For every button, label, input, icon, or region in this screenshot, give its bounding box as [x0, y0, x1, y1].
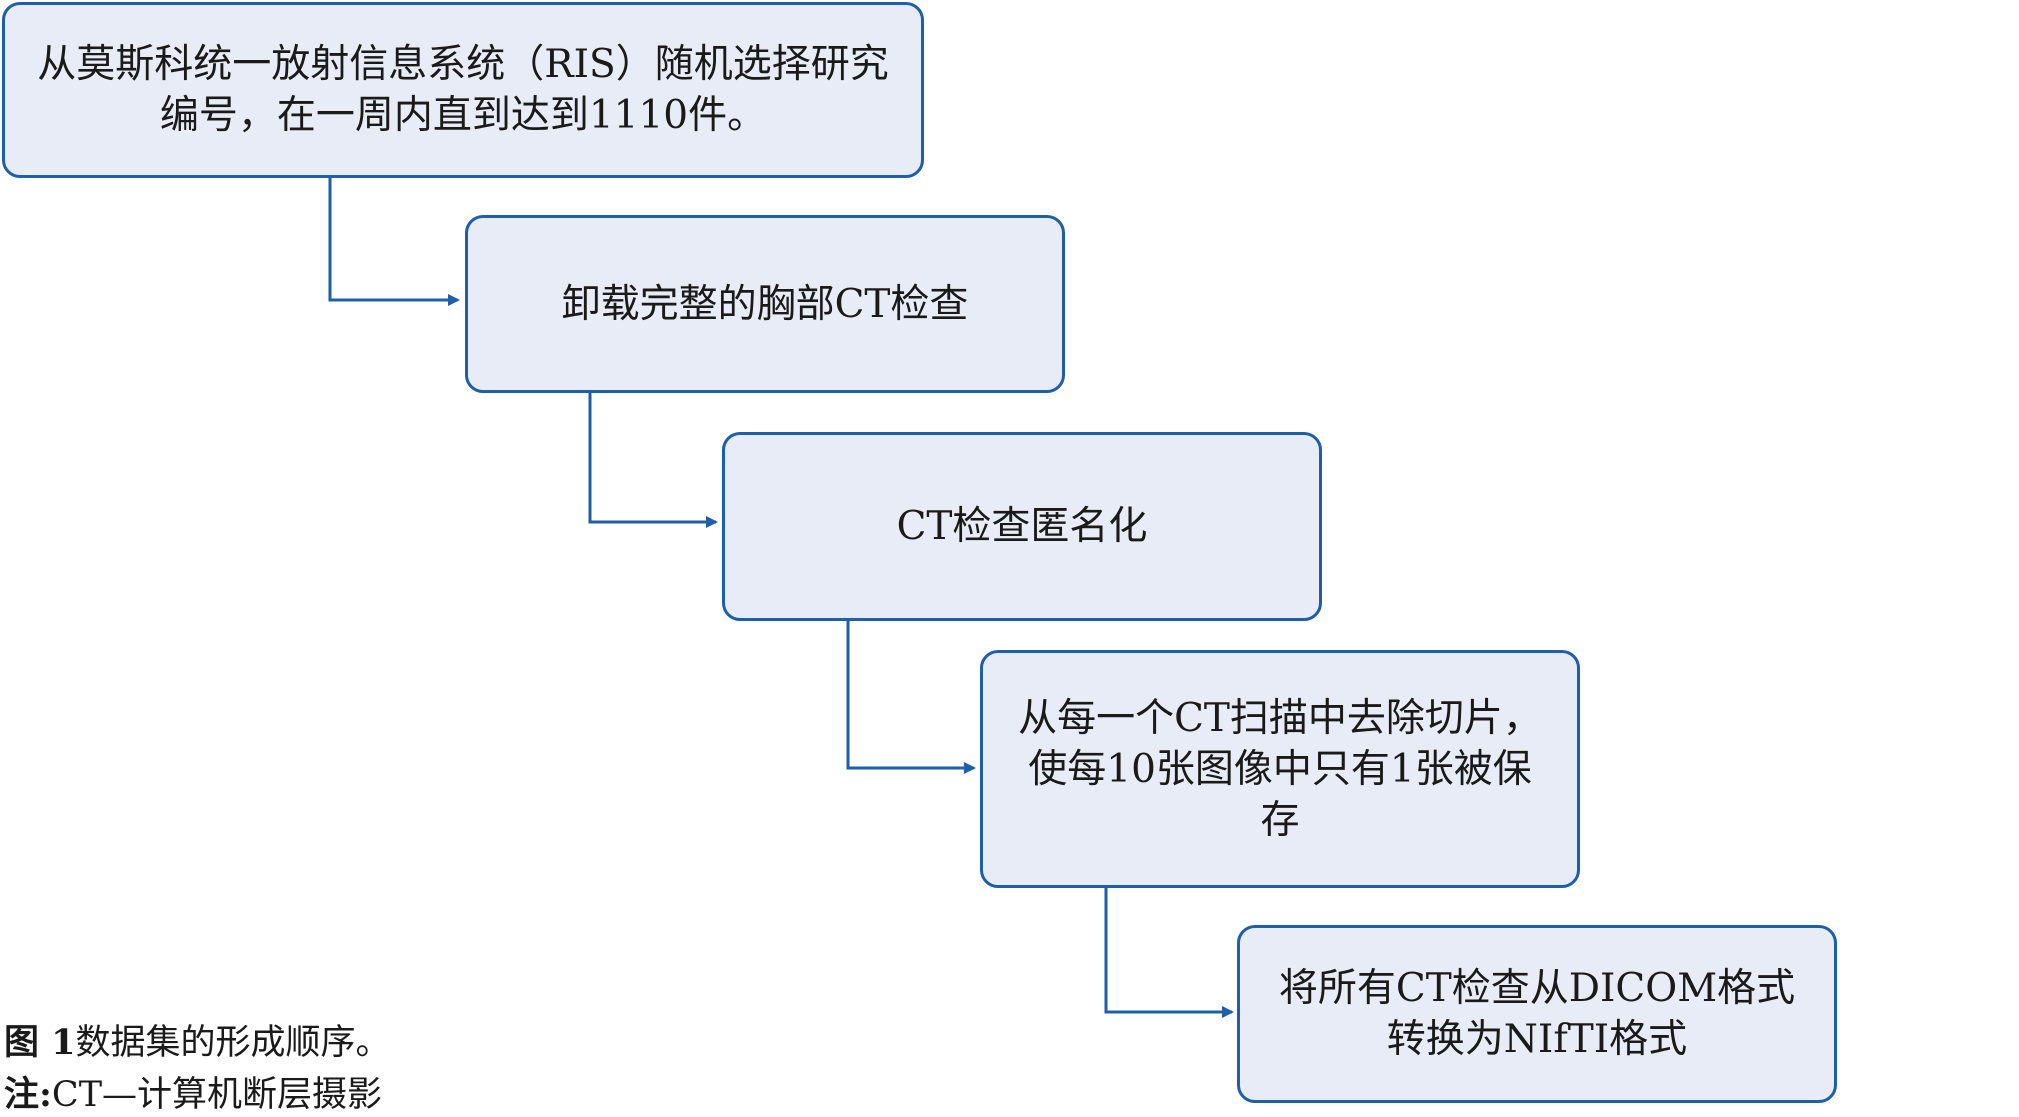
connector-arrow-2 [588, 392, 718, 528]
flow-step-2-text: 卸载完整的胸部CT检查 [561, 281, 969, 327]
figure-caption-text: 数据集的形成顺序。 [75, 1023, 391, 1063]
flow-step-1: 从莫斯科统一放射信息系统（RIS）随机选择研究编号，在一周内直到达到1110件。 [2, 2, 924, 178]
flow-step-4-text: 从每一个CT扫描中去除切片，使每10张图像中只有1张被保存 [1018, 695, 1542, 843]
flow-step-3: CT检查匿名化 [722, 432, 1322, 621]
flow-step-4: 从每一个CT扫描中去除切片，使每10张图像中只有1张被保存 [980, 650, 1580, 888]
figure-label: 图 1 [4, 1022, 76, 1063]
flow-step-5: 将所有CT检查从DICOM格式转换为NIfTI格式 [1237, 925, 1837, 1103]
flow-step-2: 卸载完整的胸部CT检查 [465, 215, 1065, 393]
note-text: CT—计算机断层摄影 [51, 1075, 383, 1115]
connector-arrow-1 [328, 178, 460, 306]
flow-step-5-text: 将所有CT检查从DICOM格式转换为NIfTI格式 [1278, 966, 1796, 1062]
figure-caption: 图 1数据集的形成顺序。 [4, 1014, 391, 1065]
flow-step-1-text: 从莫斯科统一放射信息系统（RIS）随机选择研究编号，在一周内直到达到1110件。 [37, 42, 889, 138]
figure-note: 注:CT—计算机断层摄影 [4, 1066, 382, 1117]
connector-arrow-3 [846, 620, 976, 774]
note-label: 注: [4, 1074, 52, 1115]
flow-step-3-text: CT检查匿名化 [896, 504, 1148, 549]
connector-arrow-4 [1104, 888, 1234, 1018]
